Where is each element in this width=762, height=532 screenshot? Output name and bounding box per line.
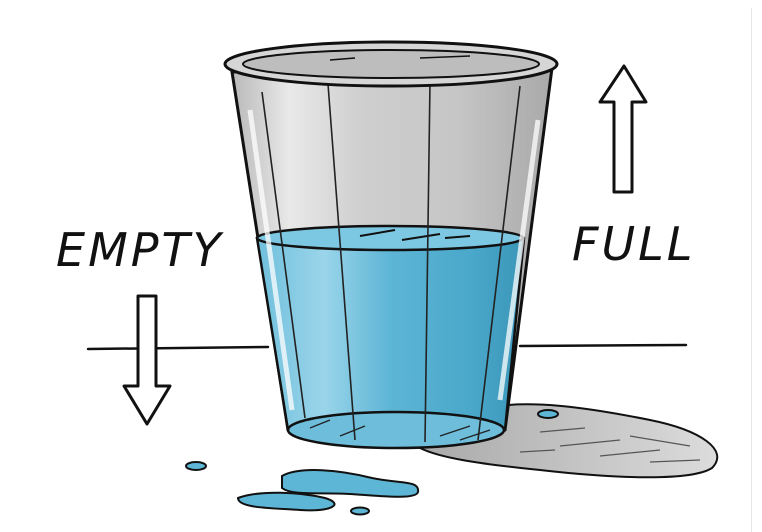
table-line	[86, 343, 688, 351]
surface-highlights	[359, 229, 471, 241]
glass-bottom	[286, 410, 506, 450]
label-full: FULL	[572, 217, 695, 271]
glass-highlights	[247, 109, 541, 411]
bottom-hatching	[309, 419, 491, 441]
rim-hatching	[329, 55, 471, 61]
glass-facets	[261, 81, 521, 443]
spill-puddles	[185, 409, 559, 516]
arrow-up-icon	[598, 64, 648, 194]
label-empty: EMPTY	[56, 223, 225, 277]
arrow-down-icon	[122, 294, 172, 426]
shadow-hatching	[519, 427, 701, 463]
water-surface	[255, 224, 525, 252]
glass-rim-inner	[242, 49, 540, 79]
